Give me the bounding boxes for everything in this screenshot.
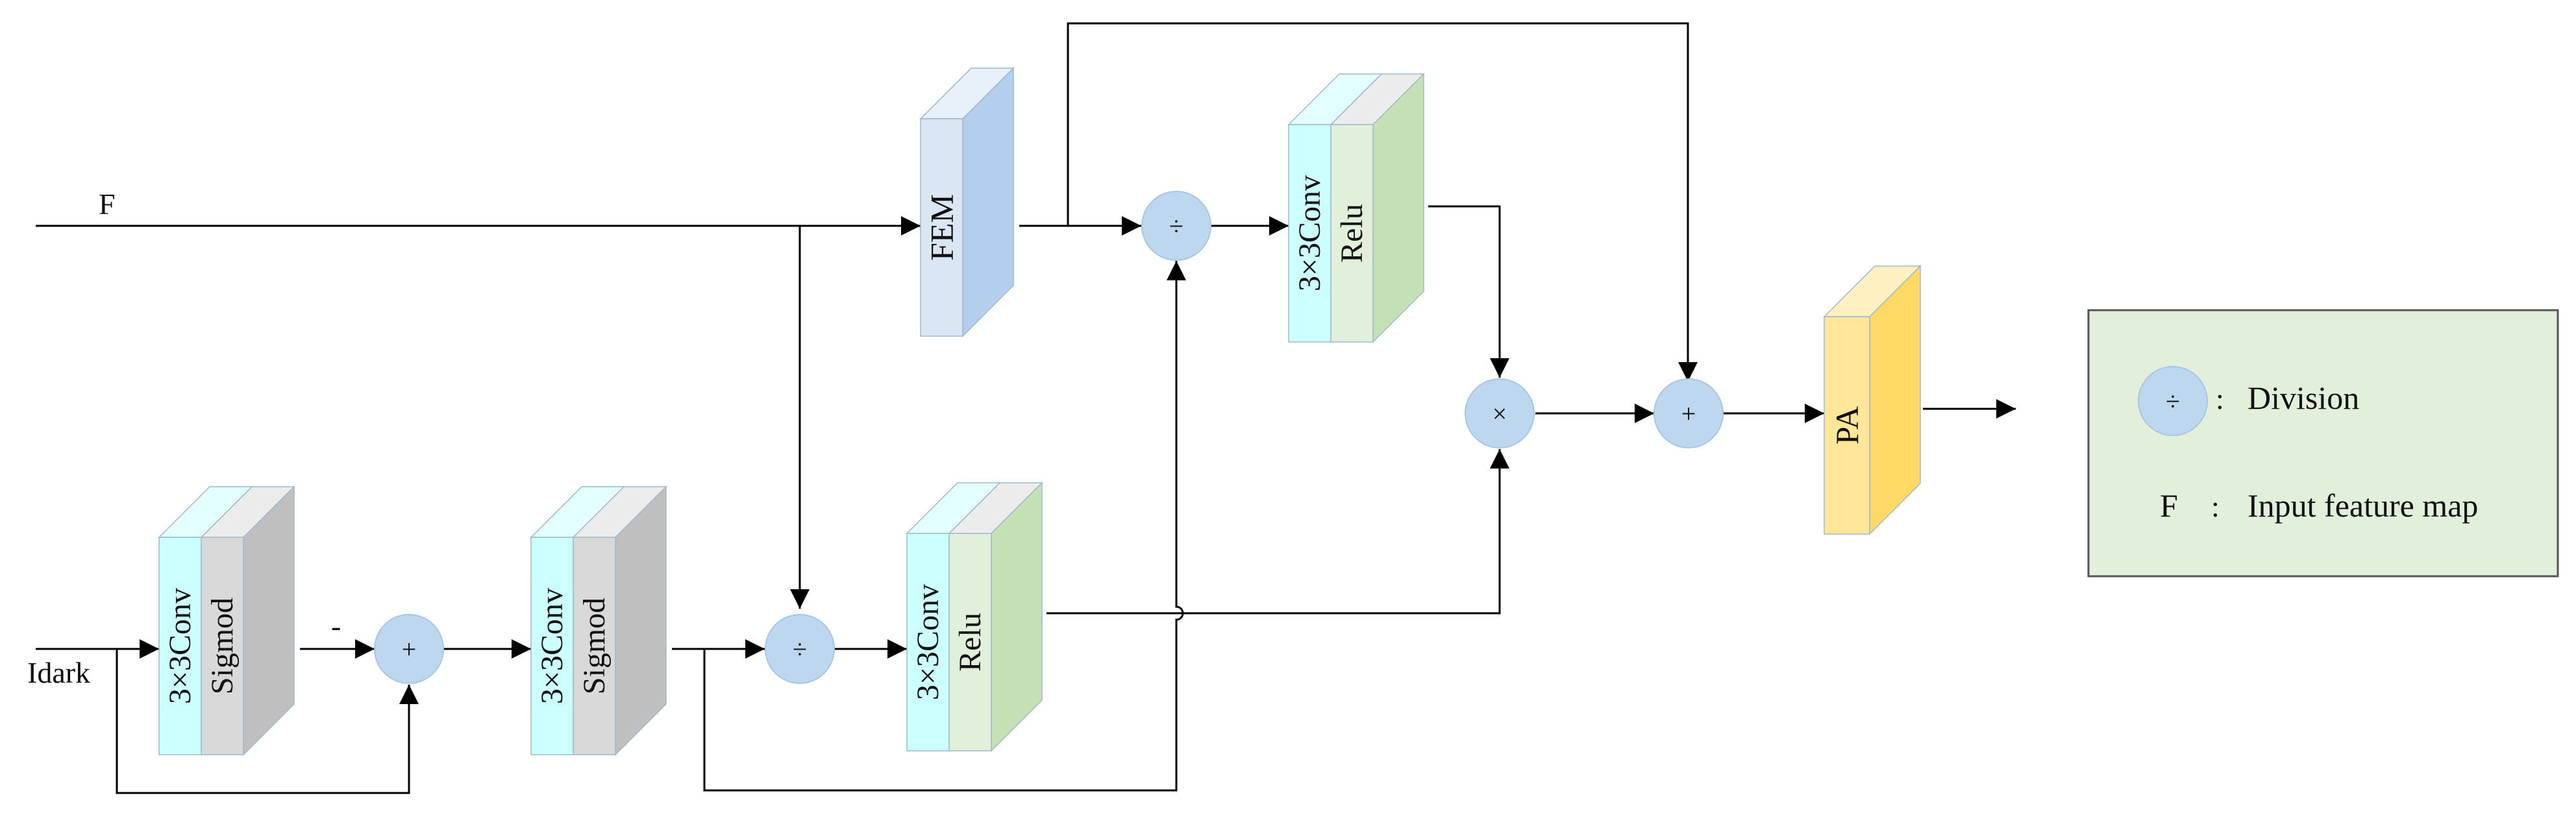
- conv-text: 3×3Conv: [911, 584, 945, 700]
- legend-div-label: Division: [2248, 380, 2359, 416]
- legend: ÷ : Division F : Input feature map: [2087, 309, 2559, 578]
- input-f-label: F: [99, 188, 116, 221]
- idark-skip-arrow: [116, 649, 419, 794]
- legend-separator: :: [2216, 382, 2224, 415]
- minus-sign: -: [331, 609, 341, 642]
- conv-low-to-mul-arrow: [1046, 449, 1509, 615]
- conv-text: 3×3Conv: [163, 588, 197, 704]
- conv-text: 3×3Conv: [535, 588, 569, 704]
- legend-f-label: Input feature map: [2248, 487, 2478, 524]
- legend-div-symbol: ÷: [2166, 387, 2180, 416]
- fem-block: FEM: [919, 67, 1015, 337]
- conv2-to-div-up-arrow: [703, 261, 1186, 792]
- div-node-upper: ÷: [1141, 191, 1211, 261]
- pa-block: PA: [1823, 265, 1922, 535]
- mul-symbol: ×: [1492, 399, 1507, 428]
- ops-layer: + ÷ ÷ × +: [374, 191, 1724, 684]
- connectors: [36, 22, 2016, 794]
- div-symbol: ÷: [1169, 212, 1183, 241]
- fem-skip-arrow: [1067, 22, 1698, 382]
- block-text: FEM: [924, 194, 960, 261]
- add-symbol: +: [1681, 399, 1696, 428]
- activation-text: Relu: [1335, 204, 1369, 263]
- legend-div-icon: [2138, 366, 2208, 436]
- activation-text: Sigmod: [577, 598, 612, 694]
- add-symbol: +: [402, 635, 417, 664]
- add-node-1: +: [374, 614, 444, 684]
- conv-up-to-mul-arrow: [1428, 205, 1509, 378]
- activation-text: Relu: [953, 613, 987, 672]
- div-symbol: ÷: [793, 635, 807, 664]
- input-idark-label: Idark: [27, 656, 90, 689]
- add-node-2: +: [1653, 378, 1724, 448]
- legend-separator: :: [2211, 490, 2220, 523]
- conv-text: 3×3Conv: [1293, 175, 1327, 291]
- activation-text: Sigmod: [205, 598, 240, 694]
- block-text: PA: [1829, 406, 1865, 445]
- legend-f-symbol: F: [2160, 487, 2178, 524]
- div-node-lower: ÷: [765, 614, 835, 684]
- mul-node: ×: [1465, 378, 1535, 448]
